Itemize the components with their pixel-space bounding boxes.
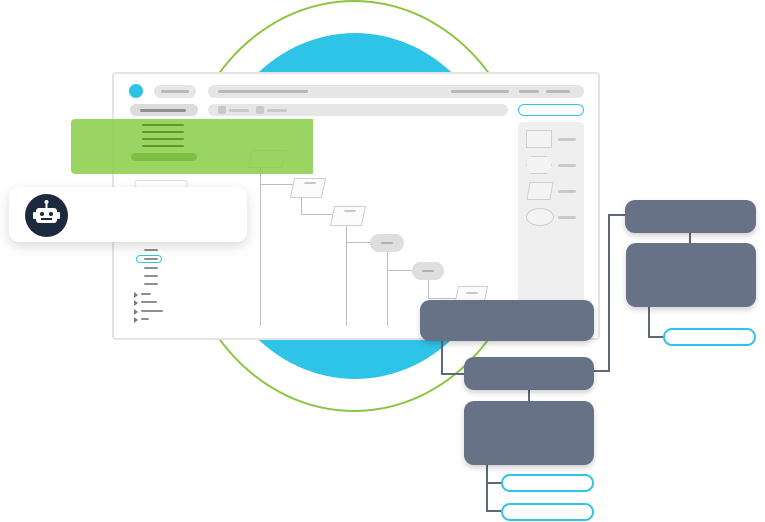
- top-bar-text-right2: [519, 90, 539, 93]
- top-bar-text: [218, 90, 308, 93]
- sidebar-group-3[interactable]: [141, 310, 163, 312]
- flow-connector: [608, 214, 626, 216]
- sidebar-header-text: [140, 109, 186, 112]
- flow-connector: [428, 298, 456, 299]
- flow-connector: [441, 340, 443, 375]
- top-bar-text-right: [451, 90, 509, 93]
- sidebar-group-1[interactable]: [141, 293, 151, 295]
- sidebar-item-1[interactable]: [144, 249, 158, 251]
- flow-parallelogram-node[interactable]: [289, 178, 327, 198]
- sidebar-item-3[interactable]: [144, 267, 158, 269]
- robot-card[interactable]: [9, 187, 247, 242]
- palette-rect-shape[interactable]: [526, 130, 552, 148]
- sidebar-group-4[interactable]: [141, 318, 149, 320]
- app-window: [112, 72, 600, 340]
- expand-arrow-icon[interactable]: [134, 317, 138, 323]
- toolbar-label-2: [267, 109, 287, 112]
- flow-node-right-large[interactable]: [626, 243, 756, 307]
- toolbar-row: [208, 104, 508, 116]
- flow-connector: [608, 214, 610, 372]
- toolbar-icon-1[interactable]: [218, 106, 226, 114]
- expand-arrow-icon[interactable]: [134, 292, 138, 298]
- output-button-2[interactable]: [501, 503, 594, 521]
- workspace-pill-text: [161, 90, 189, 93]
- flow-node-label: [422, 270, 434, 272]
- flow-connector: [346, 242, 372, 243]
- flow-parallelogram-node[interactable]: [329, 206, 367, 226]
- palette-oval-shape[interactable]: [526, 208, 554, 226]
- expand-arrow-icon[interactable]: [134, 300, 138, 306]
- top-search-bar[interactable]: [208, 85, 584, 98]
- top-bar-text-right3: [546, 90, 570, 93]
- flow-connector: [486, 510, 502, 512]
- sidebar-item-selected-label: [144, 258, 158, 260]
- flow-node-label: [344, 210, 356, 212]
- flow-connector: [387, 270, 413, 271]
- palette-oval-label: [558, 216, 576, 219]
- toolbar-action-button[interactable]: [518, 104, 584, 116]
- sidebar-item-5[interactable]: [144, 283, 158, 285]
- flow-connector: [346, 226, 347, 326]
- robot-icon: [25, 194, 68, 237]
- palette-hexagon-label: [558, 164, 576, 167]
- sidebar-group-2[interactable]: [141, 301, 157, 303]
- flow-node-wide[interactable]: [420, 300, 594, 341]
- highlight-line-4: [142, 145, 184, 147]
- flow-connector: [441, 373, 465, 375]
- flow-connector: [486, 482, 502, 484]
- flow-connector: [528, 389, 530, 403]
- flow-connector: [301, 198, 302, 214]
- output-button-1[interactable]: [501, 474, 594, 492]
- flow-connector: [260, 184, 294, 185]
- highlight-line-2: [142, 131, 184, 133]
- flow-connector: [387, 252, 388, 326]
- output-button-right[interactable]: [663, 328, 756, 346]
- flow-connector: [648, 336, 664, 338]
- flow-connector: [648, 305, 650, 338]
- flow-connector: [260, 158, 261, 326]
- toolbar-label-1: [229, 109, 249, 112]
- flow-connector: [486, 463, 488, 512]
- palette-parallelogram-label: [558, 190, 576, 193]
- app-logo-icon: [129, 84, 143, 98]
- palette-parallelogram-shape[interactable]: [526, 182, 554, 200]
- flow-connector: [689, 232, 691, 244]
- flow-connector: [428, 280, 429, 298]
- highlight-line-3: [142, 138, 184, 140]
- palette-rect-label: [558, 138, 576, 141]
- flow-node-top-right[interactable]: [625, 200, 756, 233]
- flow-node-small[interactable]: [464, 357, 594, 390]
- toolbar-icon-2[interactable]: [256, 106, 264, 114]
- flow-node-label: [304, 182, 316, 184]
- highlight-line-1: [142, 124, 184, 126]
- sidebar-item-4[interactable]: [144, 275, 158, 277]
- flow-connector: [593, 370, 610, 372]
- flow-node-large[interactable]: [464, 401, 594, 465]
- flow-connector: [301, 214, 333, 215]
- expand-arrow-icon[interactable]: [134, 309, 138, 315]
- flow-node-label: [381, 242, 393, 244]
- sidebar-item-selected[interactable]: [136, 255, 162, 263]
- highlight-chip: [131, 153, 197, 161]
- palette-hexagon-shape[interactable]: [526, 156, 552, 174]
- green-highlight-panel: [71, 119, 313, 174]
- flow-node-label: [466, 292, 478, 294]
